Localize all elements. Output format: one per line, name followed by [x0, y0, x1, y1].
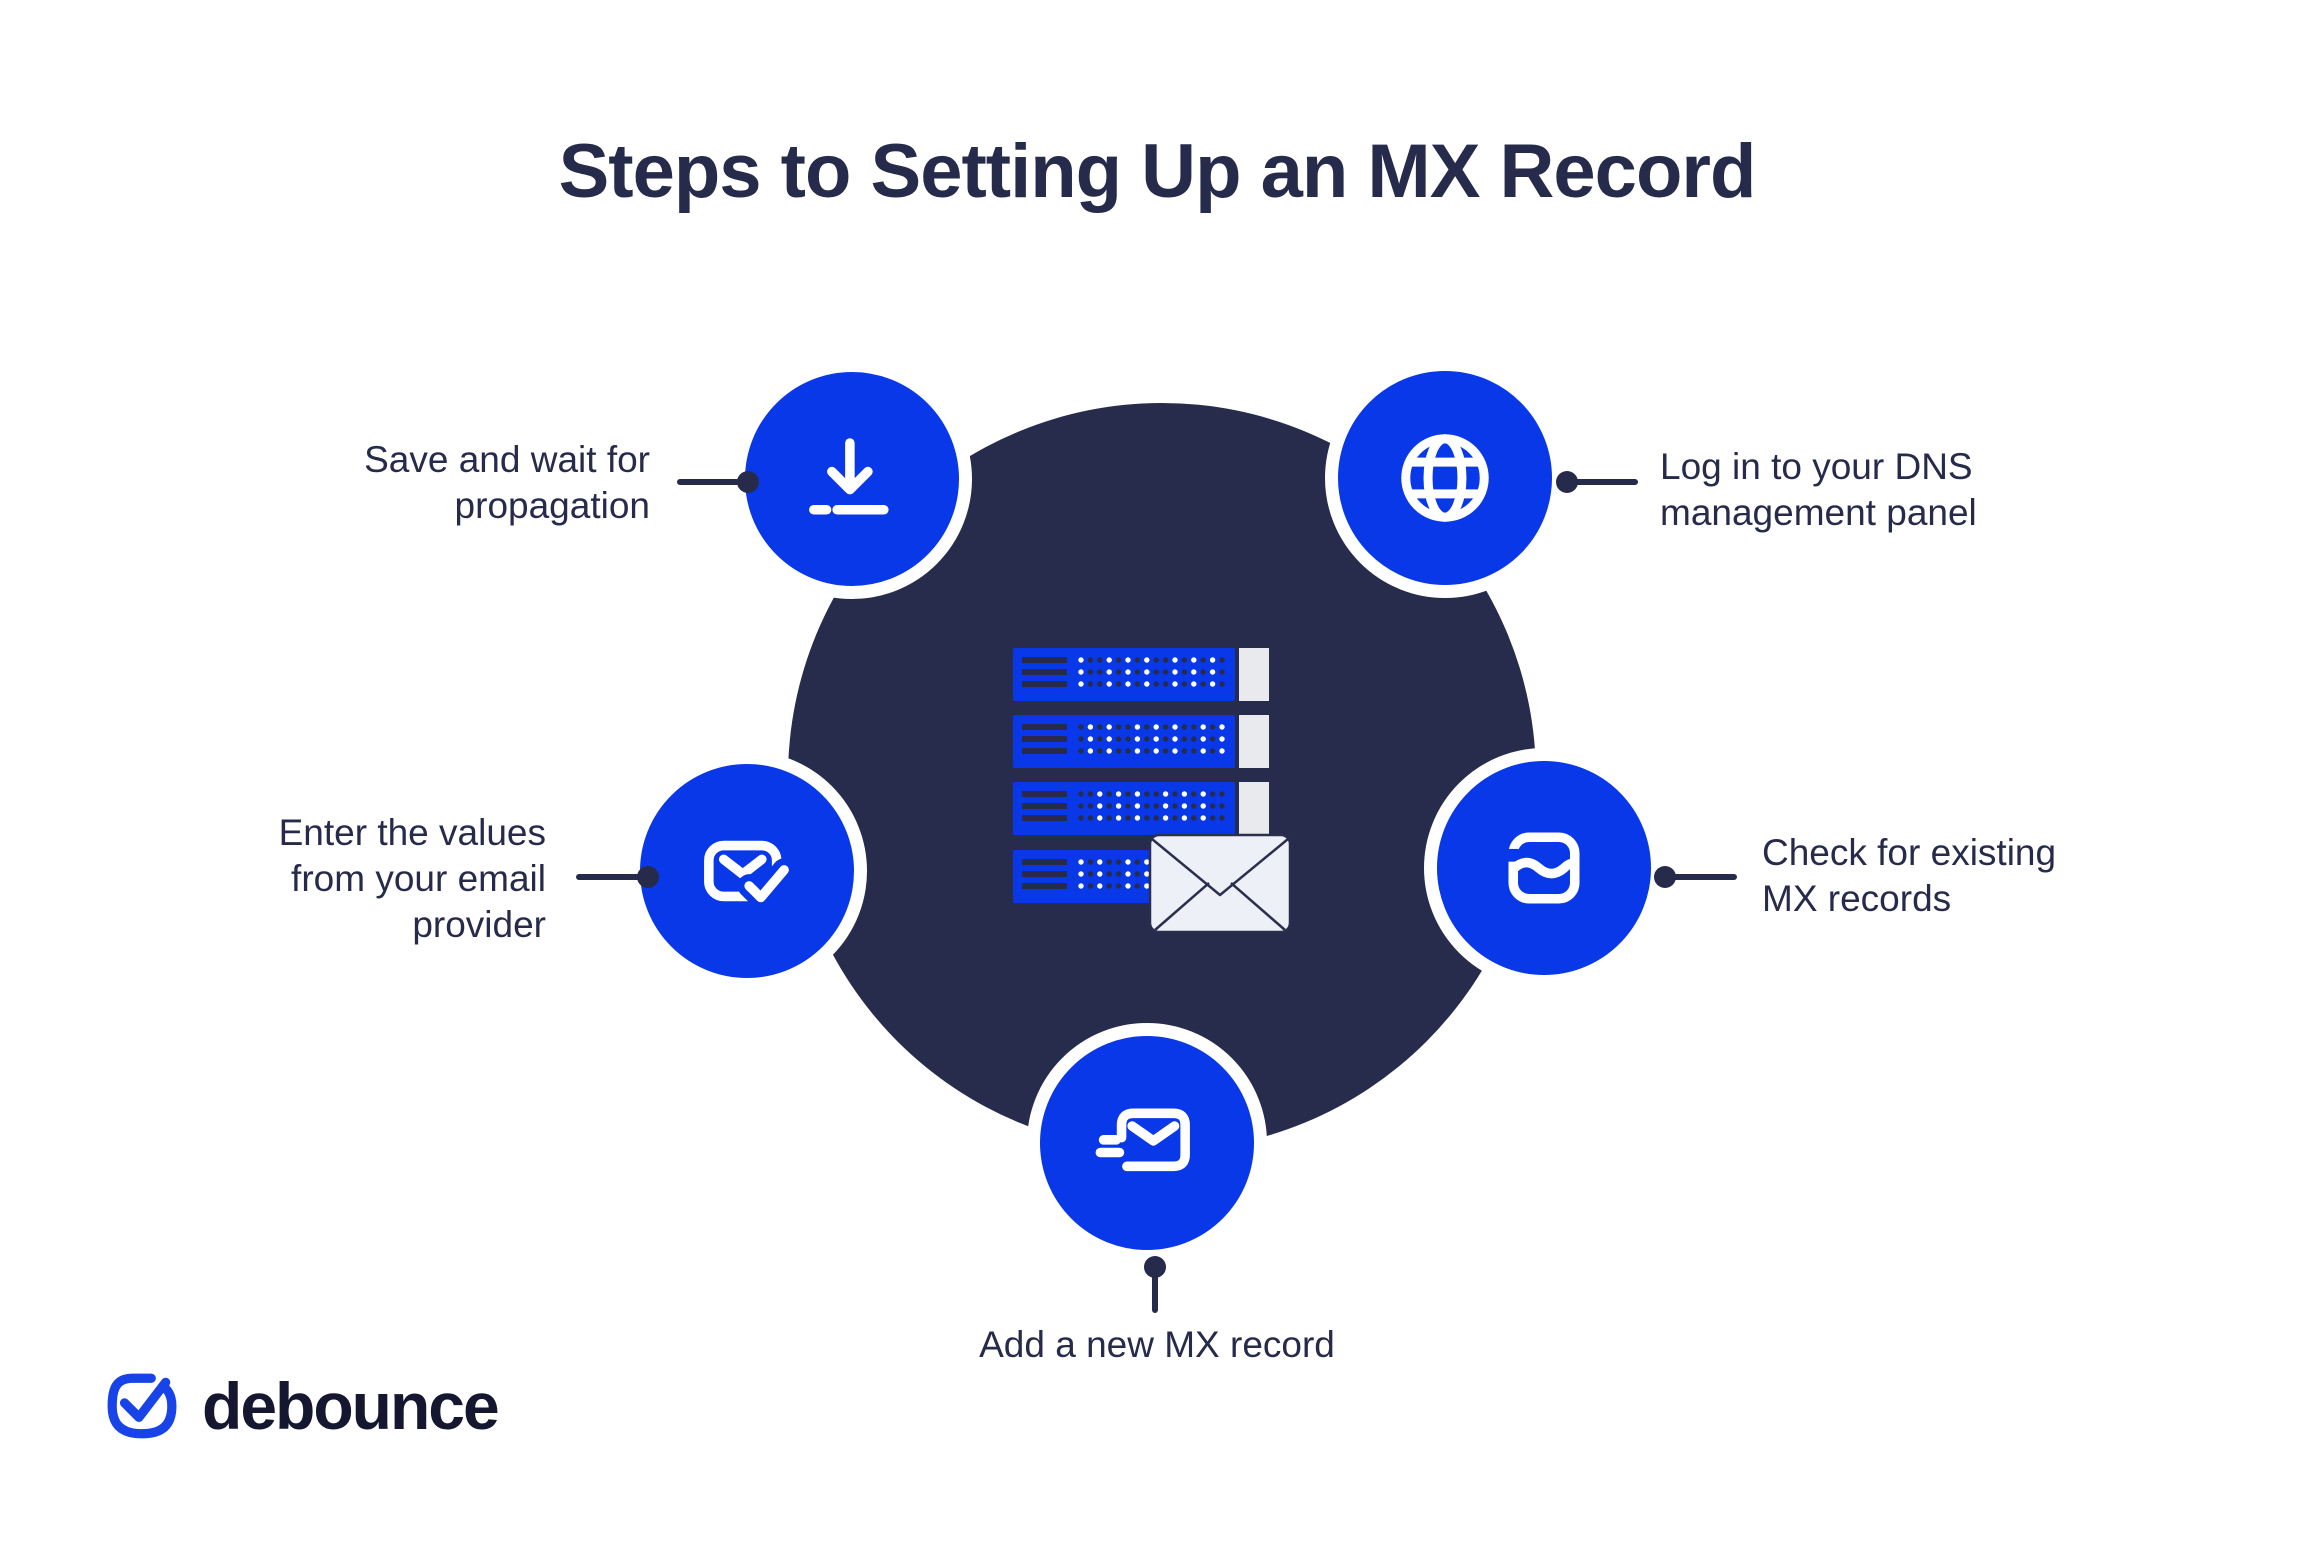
connector-dot-add-mx [1144, 1256, 1166, 1278]
connector-mx-check [1665, 874, 1737, 880]
step-label-mx-check: Check for existing MX records [1762, 830, 2056, 922]
connector-dns-login [1566, 479, 1638, 485]
step-label-line: Add a new MX record [979, 1324, 1335, 1365]
step-label-line: Check for existing [1762, 832, 2057, 873]
inbox-icon [1505, 832, 1580, 904]
step-label-line: Log in to your DNS [1660, 446, 1973, 487]
send-mail-icon [1095, 1108, 1190, 1172]
connector-dot-email-values [637, 866, 659, 888]
connector-dot-save-propagation [737, 471, 759, 493]
connector-save-propagation [677, 479, 749, 485]
step-label-add-mx: Add a new MX record [857, 1322, 1457, 1368]
download-icon [809, 438, 889, 515]
mail-server-illustration [1013, 648, 1292, 934]
step-node-mx-check [1424, 748, 1664, 988]
envelope-icon [1148, 833, 1292, 934]
step-label-line: from your email [291, 858, 546, 899]
globe-icon [1401, 434, 1489, 522]
step-label-save-propagation: Save and wait for propagation [364, 437, 650, 529]
debounce-check-icon [107, 1373, 177, 1439]
step-node-add-mx [1027, 1023, 1267, 1263]
step-label-line: MX records [1762, 878, 1952, 919]
step-label-line: management panel [1660, 492, 1977, 533]
connector-dot-mx-check [1654, 866, 1676, 888]
connector-email-values [576, 874, 648, 880]
mail-check-icon [704, 840, 796, 910]
step-label-dns-login: Log in to your DNS management panel [1660, 444, 1977, 536]
step-label-email-values: Enter the values from your email provide… [279, 810, 546, 948]
step-node-dns-login [1325, 358, 1565, 598]
step-label-line: provider [412, 904, 546, 945]
brand-logo: debounce [106, 1368, 500, 1444]
step-label-line: Enter the values [278, 812, 546, 853]
connector-add-mx [1152, 1267, 1158, 1313]
page-title: Steps to Setting Up an MX Record [558, 129, 1757, 214]
brand-logo-text: debounce [202, 1369, 500, 1443]
connector-dot-dns-login [1556, 471, 1578, 493]
step-label-line: propagation [454, 485, 650, 526]
step-node-save-propagation [732, 359, 972, 599]
step-node-email-values [627, 751, 867, 991]
step-label-line: Save and wait for [364, 439, 650, 480]
